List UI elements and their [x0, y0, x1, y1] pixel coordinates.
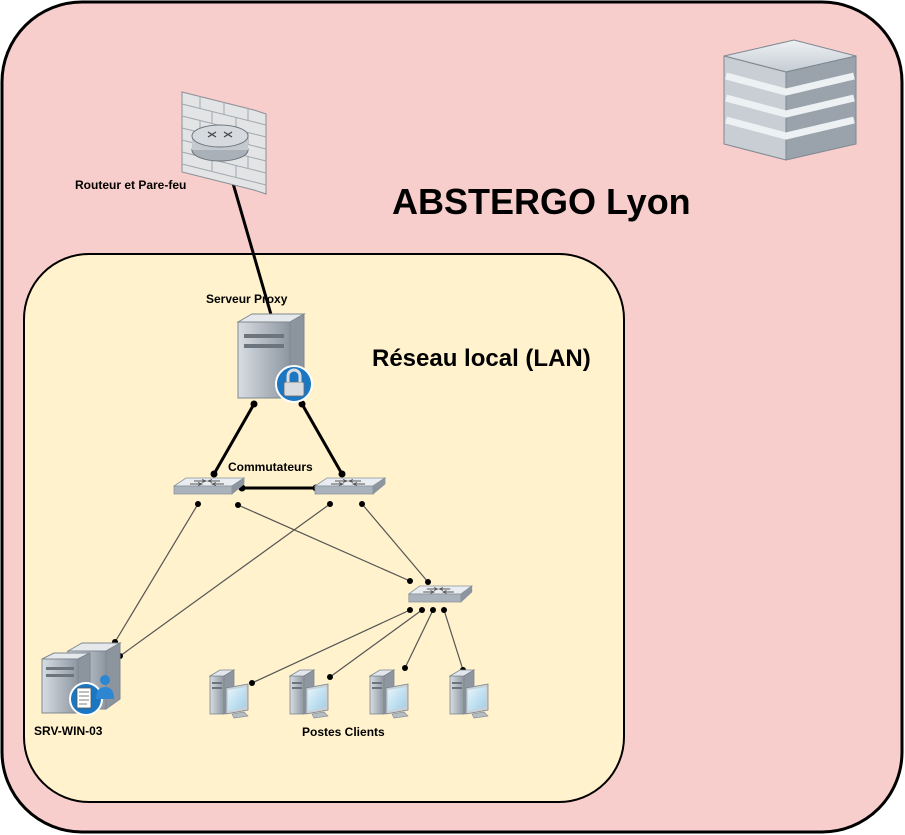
- link-switchleft-access: [237, 504, 411, 582]
- router-firewall-icon: [181, 91, 267, 195]
- lan-container: [23, 253, 625, 803]
- core-switch-right-icon: [314, 477, 386, 495]
- proxy-server-icon: [236, 313, 313, 403]
- link-switchright-server: [119, 503, 331, 657]
- lan-title: Réseau local (LAN): [372, 345, 591, 372]
- access-switch-icon: [408, 585, 473, 603]
- link-router-proxy: [226, 165, 274, 319]
- main-links: [212, 165, 344, 490]
- link-switchright-access: [361, 503, 429, 583]
- windows-server-icon: [41, 642, 122, 716]
- core-switch-left-icon: [173, 477, 245, 495]
- link-switchleft-server: [114, 503, 199, 643]
- link-access-client3: [404, 609, 434, 669]
- switches-label: Commutateurs: [228, 460, 313, 474]
- link-access-client4: [443, 609, 464, 671]
- clients-label: Postes Clients: [302, 725, 385, 739]
- router-label: Routeur et Pare-feu: [75, 178, 187, 192]
- link-proxy-switch-left: [212, 403, 256, 475]
- link-access-client1: [251, 609, 411, 684]
- lan-links: [114, 503, 464, 684]
- site-title: ABSTERGO Lyon: [392, 181, 691, 222]
- office-building-icon: [723, 39, 857, 161]
- server-label: SRV-WIN-03: [34, 724, 103, 738]
- link-access-client2: [329, 609, 423, 678]
- link-proxy-switch-right: [300, 403, 344, 475]
- proxy-label: Serveur Proxy: [206, 292, 288, 306]
